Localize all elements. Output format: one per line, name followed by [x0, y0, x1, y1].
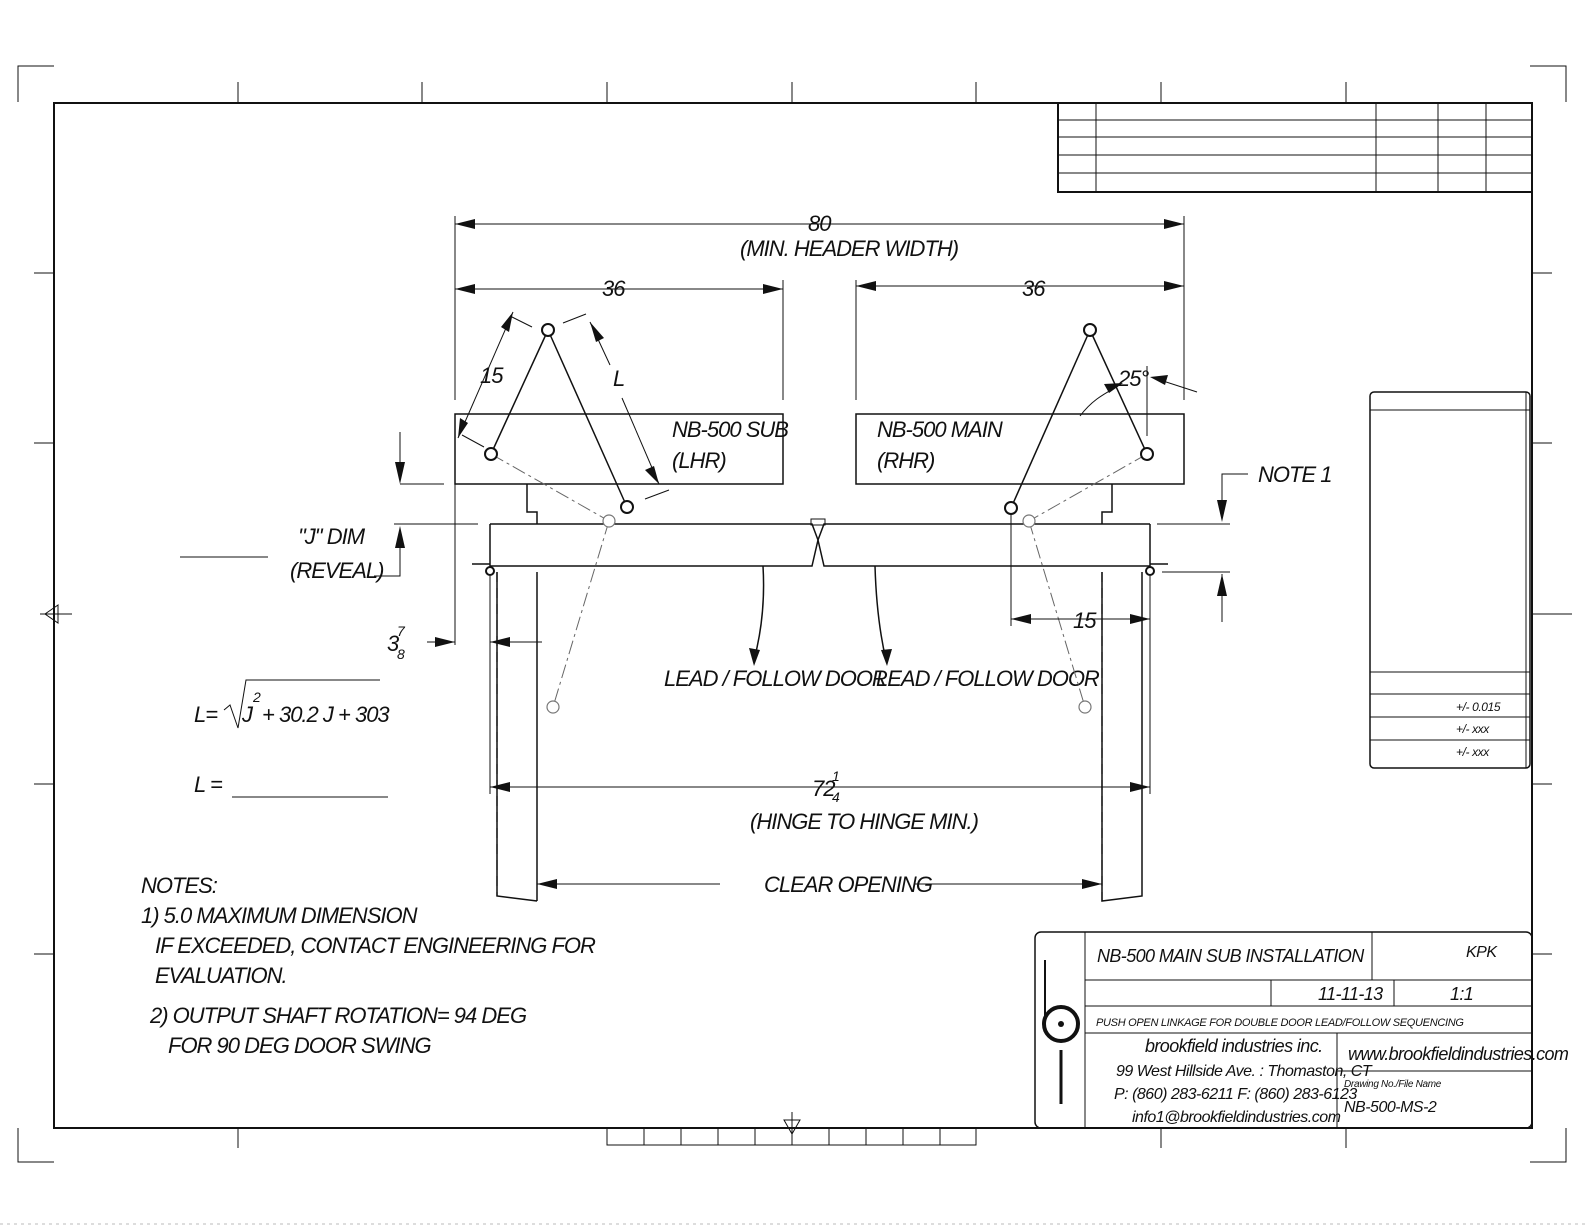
dim-offset-den: 8 [397, 646, 405, 662]
dim-link-L: L [613, 366, 624, 391]
drawing-scale: 1:1 [1450, 984, 1473, 1004]
drawn-by: KPK [1466, 944, 1498, 961]
formula-result: L = [194, 772, 223, 797]
main-door-pin [1004, 501, 1018, 515]
tolerance-3: +/- xxx [1456, 745, 1490, 759]
closer-bodies: NB-500 SUB (LHR) NB-500 MAIN (RHR) [454, 413, 1185, 524]
revision-table [1057, 102, 1533, 193]
brookfield-logo [1042, 960, 1080, 1104]
note-2-line-2: FOR 90 DEG DOOR SWING [168, 1033, 431, 1058]
formula-exp: 2 [252, 689, 261, 705]
dim-offset-whole: 3 [387, 631, 400, 656]
drawing-description: PUSH OPEN LINKAGE FOR DOUBLE DOOR LEAD/F… [1096, 1017, 1464, 1029]
dim-hinge-note: (HINGE TO HINGE MIN.) [750, 809, 979, 834]
right-door-label: LEAD / FOLLOW DOOR [876, 666, 1100, 691]
sheet-frame [17, 65, 1572, 1163]
company-email: info1@brookfieldindustries.com [1132, 1109, 1341, 1126]
drawing-date: 11-11-13 [1318, 984, 1383, 1004]
dimensions: 80 (MIN. HEADER WIDTH) 36 36 15 L 25° [180, 211, 1332, 897]
company-website: www.brookfieldindustries.com [1348, 1044, 1569, 1064]
dim-right-15: 15 [1073, 608, 1097, 633]
file-name-label: Drawing No./File Name [1344, 1079, 1442, 1090]
left-hinge-pin [485, 566, 495, 576]
tolerance-1: +/- 0.015 [1456, 700, 1501, 714]
note-1-line-1: 1) 5.0 MAXIMUM DIMENSION [141, 903, 418, 928]
dim-clear-opening: CLEAR OPENING [764, 872, 933, 897]
notes: NOTES: 1) 5.0 MAXIMUM DIMENSION IF EXCEE… [141, 873, 597, 1058]
note-1-callout: NOTE 1 [1258, 462, 1331, 487]
j-dim-reveal: (REVEAL) [290, 558, 384, 583]
company-address: 99 West Hillside Ave. : Thomaston, CT [1116, 1063, 1373, 1080]
dim-hinge-den: 4 [832, 789, 840, 805]
note-1-line-2: IF EXCEEDED, CONTACT ENGINEERING FOR [155, 933, 596, 958]
dim-left-36: 36 [602, 276, 626, 301]
sub-unit-label: NB-500 SUB [672, 417, 788, 442]
tolerance-2: +/- xxx [1456, 722, 1490, 736]
dim-arm-15: 15 [480, 363, 504, 388]
j-dim-label: "J" DIM [298, 524, 366, 549]
dim-right-36: 36 [1022, 276, 1046, 301]
right-hinge-pin [1145, 566, 1155, 576]
main-unit-hand: (RHR) [877, 448, 935, 473]
note-2-line-1: 2) OUTPUT SHAFT ROTATION= 94 DEG [149, 1003, 527, 1028]
note-1-line-3: EVALUATION. [155, 963, 287, 988]
sub-closer-body [454, 413, 784, 485]
formula-lhs: L= [194, 702, 218, 727]
formula: L= J 2 + 30.2 J + 303 L = [194, 679, 391, 798]
formula-j: J [241, 702, 254, 727]
dim-offset-num: 7 [397, 623, 406, 639]
title-block: NB-500 MAIN SUB INSTALLATION KPK 11-11-1… [1034, 931, 1569, 1129]
linkage-arms [484, 323, 1154, 714]
sub-arm-pin [484, 447, 498, 461]
main-closer-body [855, 413, 1185, 485]
drawing-title: NB-500 MAIN SUB INSTALLATION [1097, 946, 1365, 966]
sub-door-pin [620, 500, 634, 514]
left-door-label: LEAD / FOLLOW DOOR [664, 666, 888, 691]
main-unit-label: NB-500 MAIN [877, 417, 1003, 442]
main-arm-pin [1140, 447, 1154, 461]
dim-hinge-num: 1 [832, 768, 839, 784]
main-shaft-pin [1083, 323, 1097, 337]
tolerance-block: +/- 0.015 +/- xxx +/- xxx [1369, 391, 1531, 769]
notes-heading: NOTES: [141, 873, 218, 898]
dim-header-width: 80 [808, 211, 832, 236]
sub-shaft-pin [541, 323, 555, 337]
dim-hinge-whole: 72 [812, 776, 835, 801]
file-name: NB-500-MS-2 [1344, 1099, 1437, 1116]
sub-unit-hand: (LHR) [672, 448, 726, 473]
dim-header-width-note: (MIN. HEADER WIDTH) [740, 236, 959, 261]
company-name: brookfield industries inc. [1145, 1036, 1323, 1056]
dim-angle: 25° [1117, 366, 1149, 391]
company-phone: P: (860) 283-6211 F: (860) 283-6123 [1114, 1086, 1357, 1103]
formula-rest: + 30.2 J + 303 [262, 702, 390, 727]
doors-top-view: LEAD / FOLLOW DOOR LEAD / FOLLOW DOOR [472, 518, 1168, 902]
